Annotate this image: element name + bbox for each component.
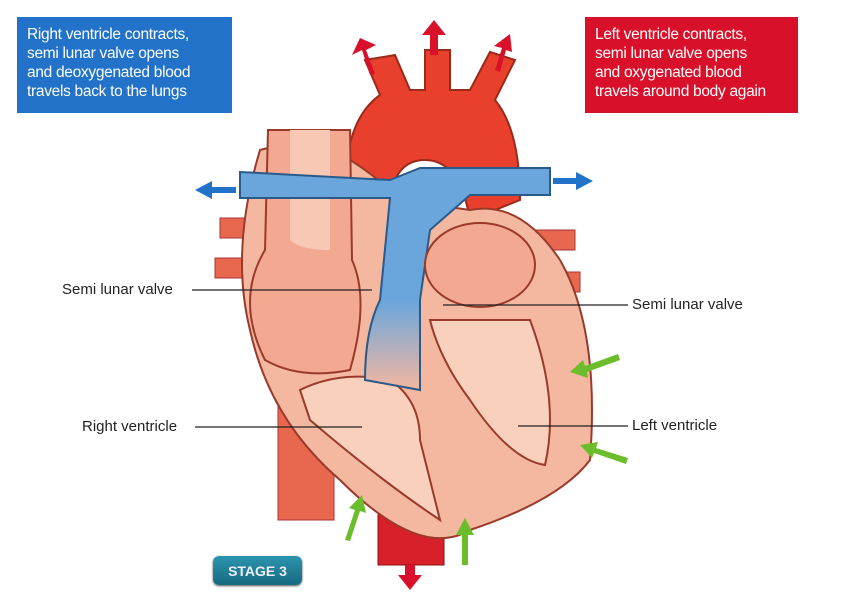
red-arrows <box>352 20 512 590</box>
pulmonary-artery <box>239 167 551 392</box>
label-right-ventricle: Right ventricle <box>82 418 178 435</box>
left-ventricle-info-box: Left ventricle contracts, semi lunar val… <box>585 17 798 113</box>
info-line: semi lunar valve opens <box>595 45 747 62</box>
blue-arrows <box>195 172 593 199</box>
right-ventricle-chamber <box>298 375 442 523</box>
left-ventricle-chamber <box>428 319 551 467</box>
label-semi-lunar-valve-left: Semi lunar valve <box>62 281 173 298</box>
label-semi-lunar-valve-right: Semi lunar valve <box>632 296 743 313</box>
right-ventricle-info-box: Right ventricle contracts, semi lunar va… <box>17 17 232 113</box>
info-line: semi lunar valve opens <box>27 45 179 62</box>
info-line: and oxygenated blood <box>595 64 742 81</box>
info-line: Right ventricle contracts, <box>27 26 189 43</box>
label-left-ventricle: Left ventricle <box>632 417 718 434</box>
leader-lines <box>192 289 628 428</box>
green-arrows <box>345 354 628 565</box>
info-line: and deoxygenated blood <box>27 64 191 81</box>
info-line: Left ventricle contracts, <box>595 26 747 43</box>
info-line: travels around body again <box>595 83 766 100</box>
stage-badge: STAGE 3 <box>213 556 302 585</box>
info-line: travels back to the lungs <box>27 83 187 100</box>
left-atrium <box>424 222 536 308</box>
